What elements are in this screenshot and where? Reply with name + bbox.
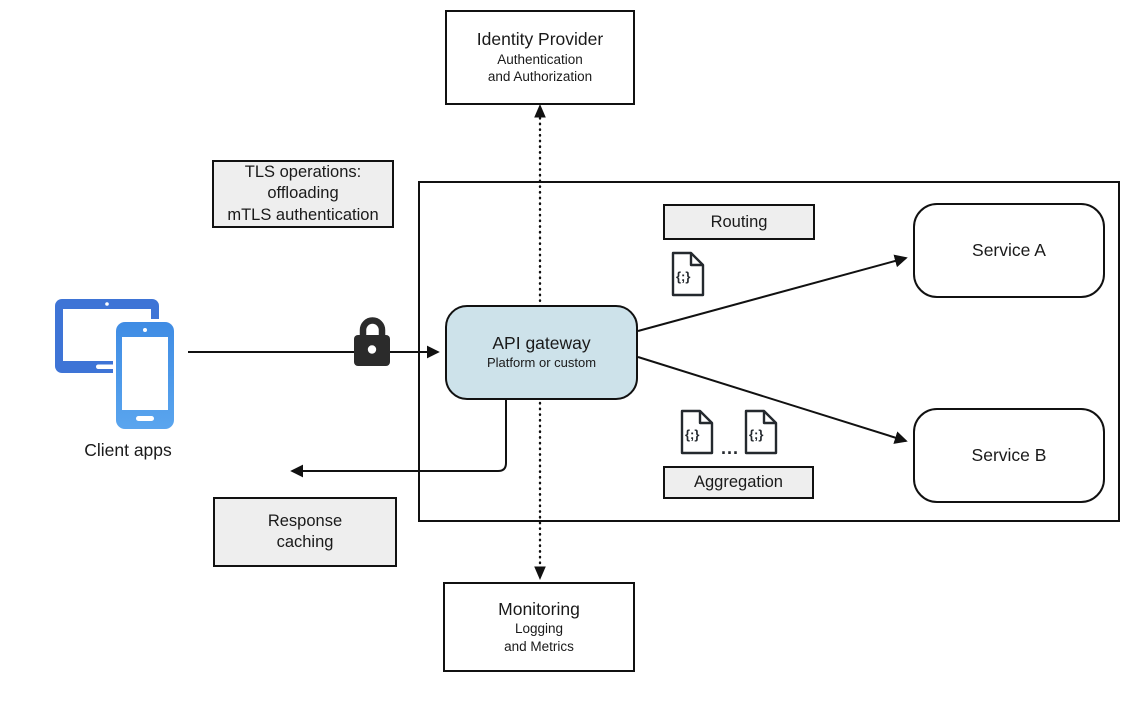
service-b-box: Service B xyxy=(913,408,1105,503)
routing-label: Routing xyxy=(663,204,815,240)
json-glyph: {;} xyxy=(749,427,763,442)
api-gateway-title: API gateway xyxy=(492,333,591,354)
json-doc-icon-aggregation-1: {;} xyxy=(680,409,714,455)
identity-provider-title: Identity Provider xyxy=(476,29,604,50)
json-doc-icon-aggregation-2: {;} xyxy=(744,409,778,455)
response-caching-label: Response caching xyxy=(213,497,397,567)
identity-provider-subtitle-line2: and Authorization xyxy=(487,69,593,85)
arrowhead-up-identity xyxy=(534,104,546,118)
tls-line2: offloading xyxy=(267,184,339,203)
service-a-label: Service A xyxy=(972,240,1046,260)
response-caching-line1: Response xyxy=(267,511,343,530)
routing-label-text: Routing xyxy=(710,212,768,231)
phone-icon xyxy=(113,319,177,432)
lock-icon xyxy=(354,317,390,366)
arrowhead-down-monitoring xyxy=(534,566,546,580)
monitoring-subtitle-line2: and Metrics xyxy=(504,638,574,654)
service-a-box: Service A xyxy=(913,203,1105,298)
json-glyph: {;} xyxy=(676,269,690,284)
tls-line1: TLS operations: xyxy=(244,163,362,182)
connector-gateway-to-service-a xyxy=(637,254,908,332)
service-b-label: Service B xyxy=(971,445,1047,465)
client-apps-label: Client apps xyxy=(84,440,172,460)
json-doc-icon-routing: {;} xyxy=(671,251,705,297)
connector-gateway-to-client-response xyxy=(290,400,507,478)
monitoring-title: Monitoring xyxy=(498,598,580,619)
identity-provider-box: Identity Provider Authentication and Aut… xyxy=(445,10,635,105)
aggregation-label: Aggregation xyxy=(663,466,814,499)
api-gateway-box: API gateway Platform or custom xyxy=(445,305,638,400)
monitoring-box: Monitoring Logging and Metrics xyxy=(443,582,635,672)
identity-provider-subtitle-line1: Authentication xyxy=(497,51,583,67)
response-caching-line2: caching xyxy=(276,533,334,551)
tls-line3: mTLS authentication xyxy=(227,205,379,224)
aggregation-label-text: Aggregation xyxy=(694,473,783,491)
aggregation-ellipsis: ... xyxy=(720,438,739,458)
connector-gateway-to-service-b xyxy=(637,356,908,444)
monitoring-subtitle-line1: Logging xyxy=(514,621,564,637)
json-glyph: {;} xyxy=(685,427,699,442)
api-gateway-subtitle: Platform or custom xyxy=(486,354,597,370)
tls-operations-label: TLS operations: offloading mTLS authenti… xyxy=(212,160,394,228)
